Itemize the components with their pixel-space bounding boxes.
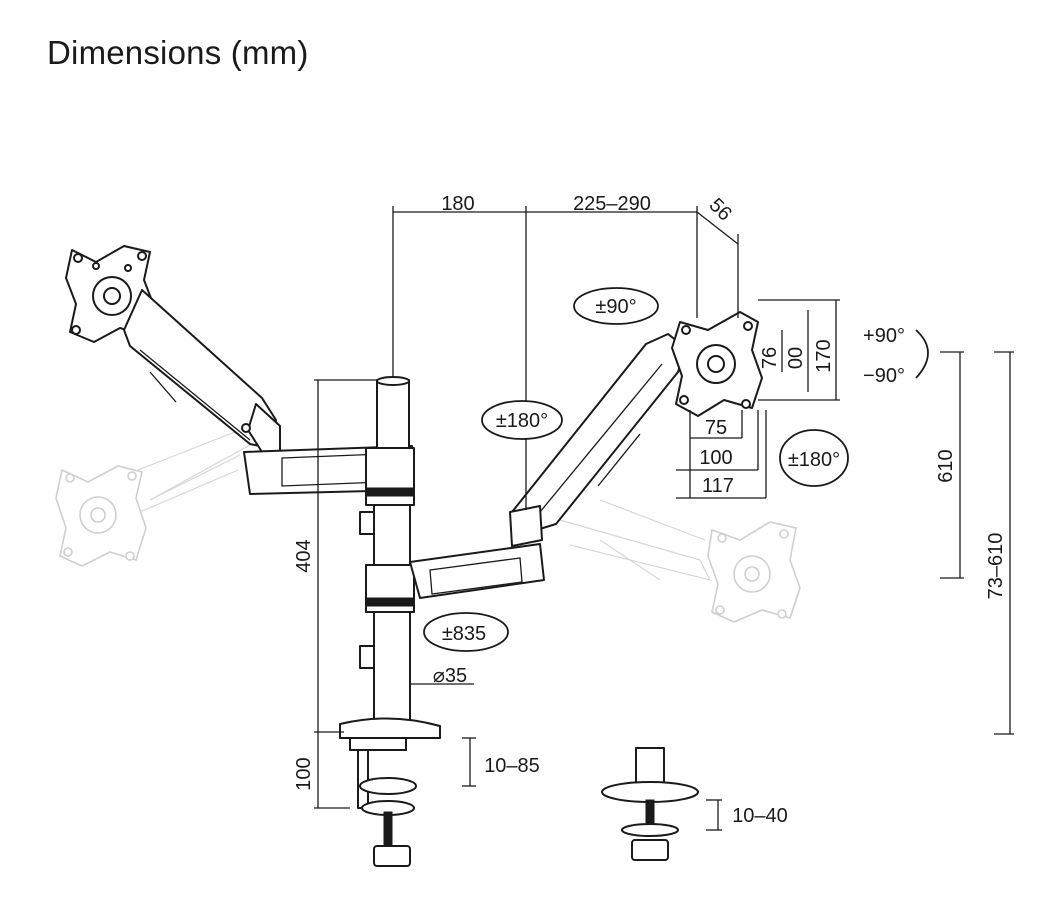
label-height-range: 73–610: [985, 533, 1007, 600]
central-pole: [359, 376, 415, 723]
label-vesa-100-horizontal: 100: [699, 447, 732, 469]
label-plate-depth: 56: [705, 194, 736, 225]
dimension-labels: 180 225–290 56 ±90° +90° −90° 76 00 170 …: [293, 193, 1007, 827]
label-vesa-170: 170: [813, 339, 835, 372]
label-tilt-up: +90°: [863, 325, 905, 347]
label-arm-extension: 225–290: [573, 193, 651, 215]
rotation-symbols: [423, 287, 929, 652]
label-clamp-range: 10–85: [484, 755, 540, 777]
label-grommet-range: 10–40: [732, 805, 788, 827]
right-vesa-plate: [671, 311, 763, 417]
label-pole-height: 404: [293, 539, 315, 572]
label-base-rotation: ±835: [442, 623, 486, 645]
ghost-right-monitor: [559, 499, 801, 623]
label-arm-reach: 180: [441, 193, 474, 215]
label-vesa-76: 76: [759, 347, 781, 369]
left-gas-arm: [123, 289, 281, 453]
label-vesa-100: 00: [785, 347, 807, 369]
right-swing-arm: [409, 543, 545, 599]
desk-clamp: [339, 717, 441, 867]
label-height-610: 610: [935, 449, 957, 482]
label-swivel-arm: ±180°: [496, 410, 548, 432]
grommet-mount: [601, 747, 699, 861]
label-clamp-height: 100: [293, 757, 315, 790]
dimension-lines: [314, 206, 1014, 831]
label-tilt-rotation: ±90°: [595, 296, 636, 318]
page-title: Dimensions (mm): [47, 34, 309, 71]
label-vesa-117: 117: [702, 475, 734, 497]
right-gas-arm: [509, 333, 687, 547]
label-vesa-75: 75: [705, 417, 727, 439]
label-swivel-head: ±180°: [788, 449, 840, 471]
label-pole-diameter: ⌀35: [433, 665, 467, 687]
label-tilt-down: −90°: [863, 365, 905, 387]
ghost-left-monitor: [55, 429, 251, 567]
